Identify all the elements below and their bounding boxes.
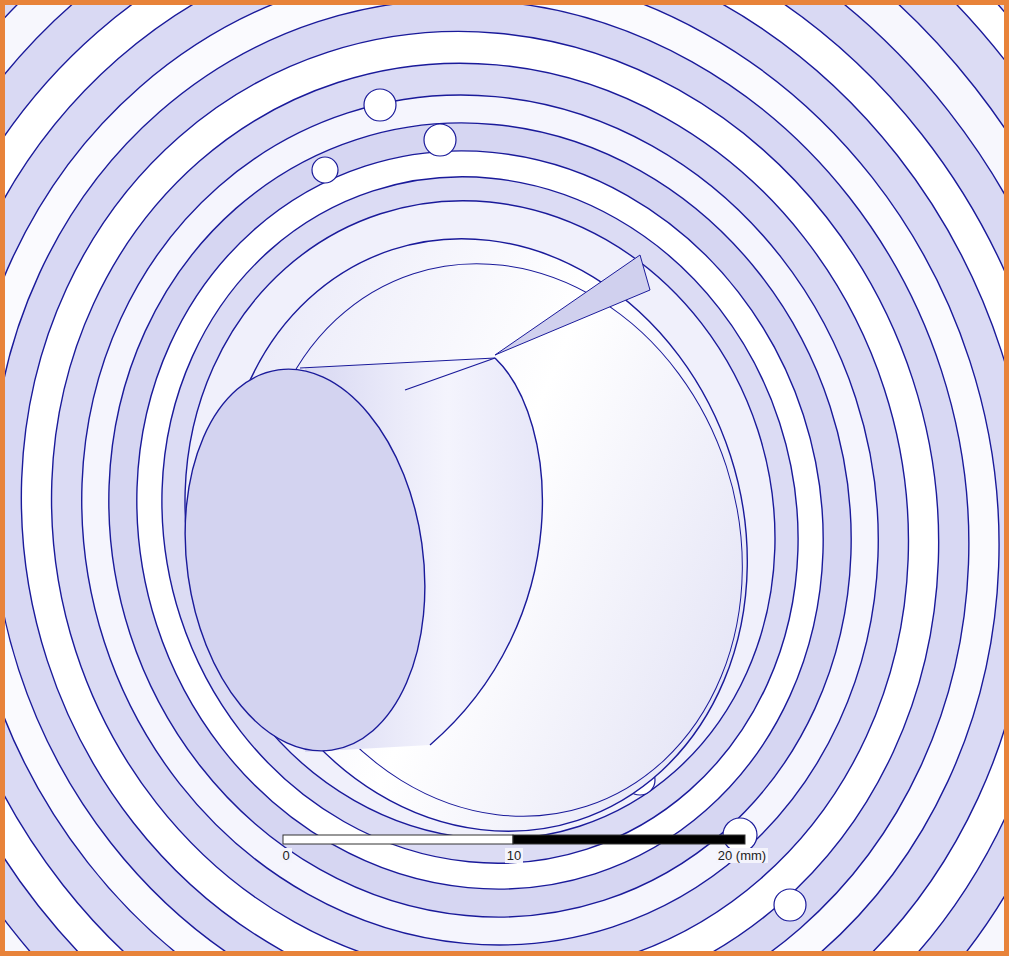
scale-segment (283, 835, 513, 844)
ball (424, 124, 456, 156)
assembly (3, 3, 1006, 953)
keyway (495, 255, 650, 355)
ball (364, 89, 396, 121)
ring (3, 3, 1006, 953)
frame (3, 3, 1007, 954)
ring (42, 61, 919, 953)
ring (3, 3, 1006, 953)
ring (3, 3, 1006, 953)
rings (3, 3, 1006, 953)
ring (73, 94, 886, 947)
scale-label: 0 (280, 848, 291, 863)
shaft-edge (300, 358, 495, 368)
ring (3, 3, 1006, 953)
ring (3, 3, 1006, 953)
scale-bar (283, 835, 745, 844)
shaft-step (430, 358, 542, 745)
ring (3, 3, 988, 953)
scale-label: 10 (505, 848, 523, 863)
ring (3, 3, 1006, 953)
bore (147, 170, 823, 900)
shaft-edge (405, 358, 495, 390)
scale-segment (513, 835, 745, 844)
ring (3, 3, 1006, 953)
ball (774, 889, 806, 921)
ball (312, 157, 338, 183)
ring (103, 124, 857, 917)
ring (3, 3, 1006, 953)
shaft-face (161, 353, 448, 766)
ring (3, 3, 1006, 953)
ring (3, 3, 1006, 953)
ring (6, 26, 953, 953)
scale-label: 20 (mm) (716, 848, 768, 863)
ring (3, 3, 1006, 953)
